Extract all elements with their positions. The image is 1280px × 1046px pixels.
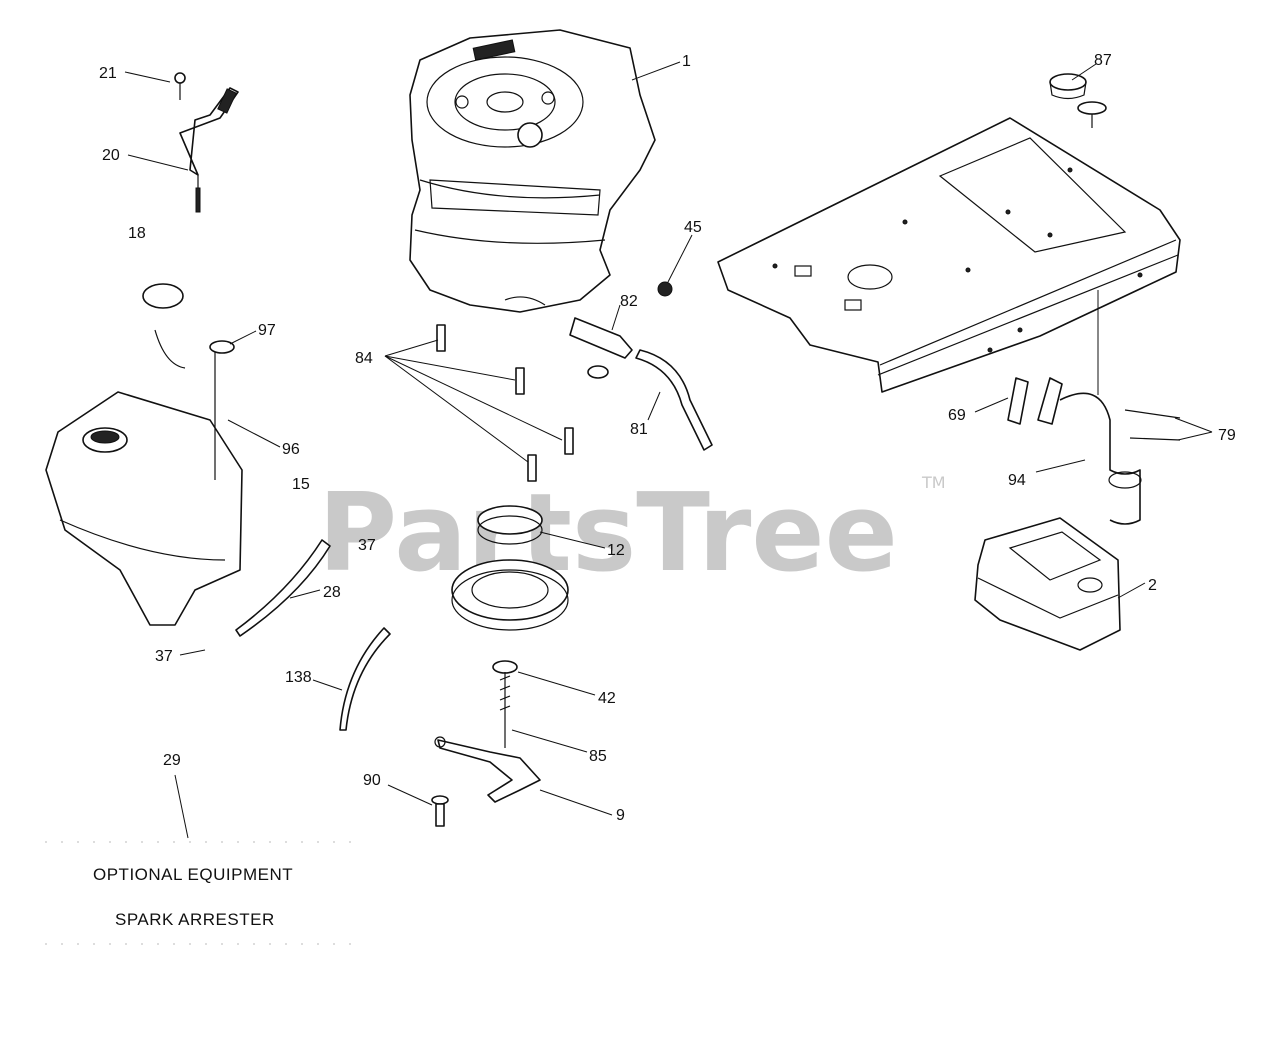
muffler[interactable] <box>974 517 1121 651</box>
connector-82[interactable] <box>569 317 633 379</box>
bolt-42-85[interactable] <box>492 660 518 748</box>
watermark-trademark: TM <box>921 473 946 492</box>
callout-21: 21 <box>99 65 117 82</box>
callout-42: 42 <box>598 690 616 707</box>
callout-29: 29 <box>163 752 181 769</box>
caption-spark-arrester: SPARK ARRESTER <box>115 910 275 929</box>
pulley-12[interactable] <box>451 505 569 631</box>
exhaust-pipe-94[interactable] <box>1059 392 1142 525</box>
callout-12: 12 <box>607 542 625 559</box>
belt-guide-9[interactable] <box>434 736 541 803</box>
callout-18: 18 <box>128 225 146 242</box>
fuel-line[interactable] <box>235 539 391 731</box>
engine[interactable] <box>409 29 656 313</box>
callout-15: 15 <box>292 476 310 493</box>
callout-85: 85 <box>589 748 607 765</box>
callout-96: 96 <box>282 441 300 458</box>
fuel-cap-18[interactable] <box>142 283 186 369</box>
callout-9: 9 <box>616 807 625 824</box>
callout-81: 81 <box>630 421 648 438</box>
bolt-90[interactable] <box>431 795 449 827</box>
callout-45: 45 <box>684 219 702 236</box>
bracket-69[interactable] <box>1007 377 1063 425</box>
callout-90: 90 <box>363 772 381 789</box>
callout-37-upper: 37 <box>358 537 376 554</box>
callout-97: 97 <box>258 322 276 339</box>
filter-97-96[interactable] <box>209 340 235 480</box>
callout-87: 87 <box>1094 52 1112 69</box>
watermark-brand: PartsTree <box>318 471 898 596</box>
leader-lines <box>124 61 1213 839</box>
callout-94: 94 <box>1008 472 1026 489</box>
caption-optional-equipment: OPTIONAL EQUIPMENT <box>93 865 293 884</box>
callout-69: 69 <box>948 407 966 424</box>
fuel-tank[interactable] <box>45 391 243 626</box>
bolt-79[interactable] <box>1124 409 1181 441</box>
grommet-45[interactable] <box>657 281 673 297</box>
chassis-frame[interactable] <box>717 117 1181 393</box>
cable-81[interactable] <box>635 349 713 451</box>
callout-138: 138 <box>285 669 312 686</box>
callout-1: 1 <box>682 53 691 70</box>
callout-20: 20 <box>102 147 120 164</box>
callout-2: 2 <box>1148 577 1157 594</box>
callout-84: 84 <box>355 350 373 367</box>
bolts-84[interactable] <box>436 324 574 482</box>
callout-79: 79 <box>1218 427 1236 444</box>
knob-87[interactable] <box>1049 73 1107 128</box>
callout-28: 28 <box>323 584 341 601</box>
callout-37-lower: 37 <box>155 648 173 665</box>
callout-82: 82 <box>620 293 638 310</box>
throttle-lever[interactable] <box>174 72 239 213</box>
callouts: 1 2 9 12 15 18 20 21 28 29 37 37 42 45 6… <box>99 52 1236 824</box>
